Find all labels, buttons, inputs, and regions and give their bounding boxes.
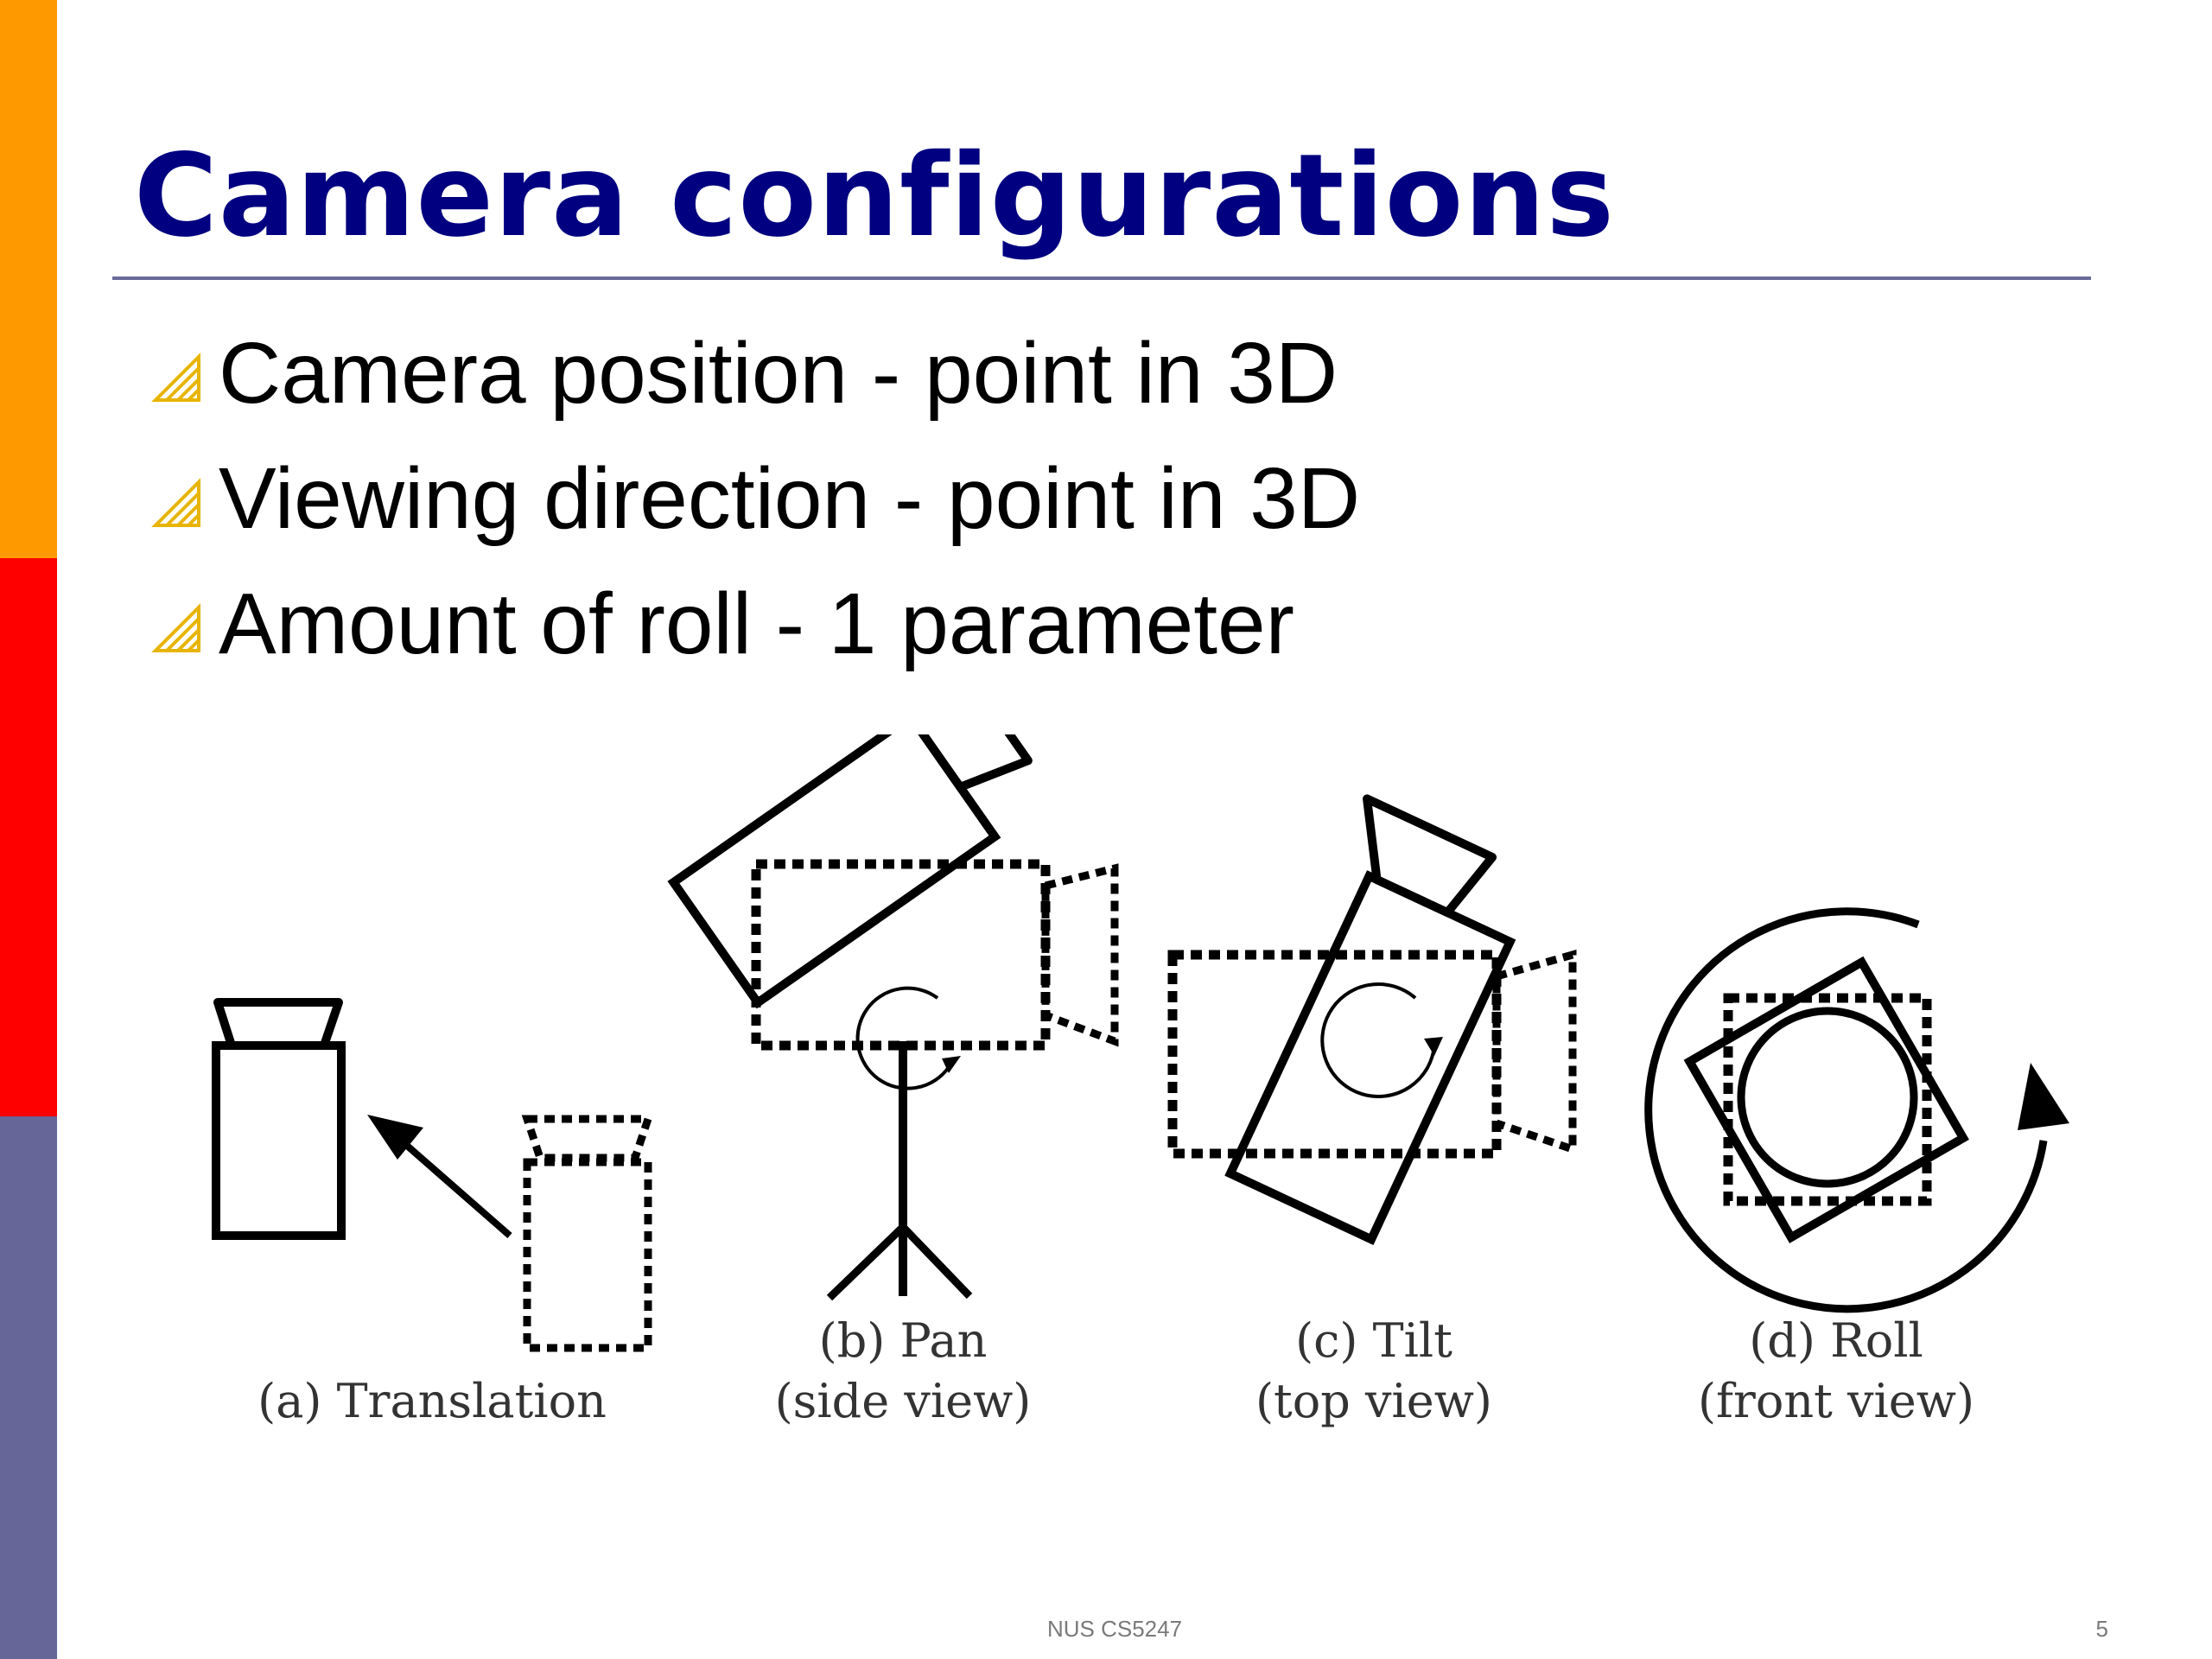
caption-top-view: (top view) — [1255, 1374, 1492, 1428]
sidebar-stripe-slate — [0, 1116, 57, 1659]
tilt-figure: (c) Tilt (top view) — [1167, 794, 1577, 1428]
translation-arrow-icon — [367, 1115, 512, 1239]
camera-solid-rotated-icon — [1224, 794, 1516, 1245]
caption-tilt: (c) Tilt — [1295, 1313, 1452, 1368]
page-number: 5 — [2095, 1616, 2108, 1642]
camera-solid-icon — [212, 998, 346, 1240]
bullet-text: Camera position - point in 3D — [219, 325, 1338, 422]
caption-front-view: (front view) — [1698, 1374, 1974, 1428]
slide-title: Camera configurations — [134, 130, 1615, 263]
translation-figure: (a) Translation — [212, 998, 654, 1428]
rotation-arrow-icon — [1320, 982, 1443, 1098]
pan-figure: (b) Pan (side view) — [667, 734, 1119, 1428]
camera-configurations-diagram: (a) Translation (b) Pan (side view) — [212, 734, 2069, 1428]
roll-figure: (d) Roll (front view) — [1644, 907, 2069, 1428]
caption-pan: (b) Pan — [819, 1313, 988, 1368]
roll-arrowhead-icon — [2018, 1063, 2069, 1130]
camera-dashed-icon — [521, 1115, 654, 1352]
bullet-text: Amount of roll - 1 parameter — [219, 575, 1294, 672]
rotation-arrow-icon — [855, 986, 961, 1090]
sidebar-stripe-red — [0, 558, 57, 1116]
camera-dashed-icon — [1167, 950, 1577, 1159]
hatched-triangle-bullet-icon — [151, 602, 200, 652]
lens-icon — [1737, 1007, 1918, 1188]
hatched-triangle-bullet-icon — [151, 477, 200, 527]
bullet-list: Camera position - point in 3D Viewing di… — [151, 311, 1360, 687]
caption-translation: (a) Translation — [257, 1374, 607, 1428]
bullet-item-amount-of-roll: Amount of roll - 1 parameter — [151, 562, 1360, 687]
bullet-item-viewing-direction: Viewing direction - point in 3D — [151, 436, 1360, 562]
roll-arrow-icon — [1644, 907, 2048, 1313]
caption-side-view: (side view) — [775, 1374, 1032, 1428]
footer-course: NUS CS5247 — [1046, 1616, 1183, 1642]
sidebar-stripe-orange — [0, 0, 57, 558]
tripod-icon — [826, 1041, 973, 1301]
frame-dashed-icon — [1723, 993, 1932, 1206]
bullet-item-camera-position: Camera position - point in 3D — [151, 311, 1360, 436]
hatched-triangle-bullet-icon — [151, 352, 200, 402]
camera-solid-rotated-icon — [667, 734, 1033, 1009]
caption-roll: (d) Roll — [1749, 1313, 1923, 1368]
frame-solid-rotated-icon — [1683, 956, 1969, 1243]
camera-dashed-icon — [751, 859, 1119, 1051]
title-divider — [112, 276, 2091, 280]
bullet-text: Viewing direction - point in 3D — [219, 450, 1361, 547]
